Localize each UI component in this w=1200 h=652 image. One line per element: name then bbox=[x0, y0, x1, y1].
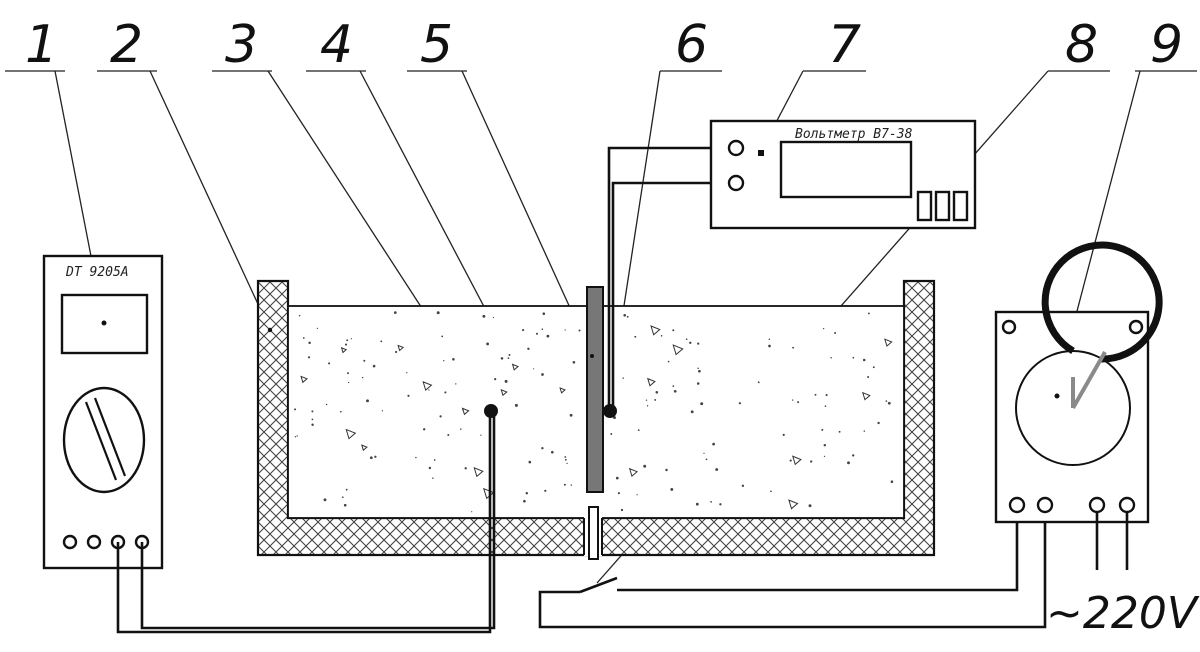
multimeter-wiring bbox=[116, 404, 498, 634]
timer-terminal bbox=[1036, 496, 1054, 514]
electrode-junction bbox=[603, 404, 617, 418]
callout-5: 5 bbox=[407, 15, 593, 357]
voltmeter-display bbox=[779, 140, 913, 199]
callout-2: 2 bbox=[97, 15, 271, 331]
timer bbox=[994, 241, 1163, 570]
voltmeter-label: Вольтметр В7-38 bbox=[795, 127, 913, 142]
voltmeter-button bbox=[934, 190, 951, 222]
timer-terminal bbox=[1118, 496, 1136, 514]
callout-number-6: 6 bbox=[675, 15, 708, 75]
voltmeter-terminal bbox=[727, 174, 745, 192]
voltmeter-terminal bbox=[727, 139, 745, 157]
callout-number-1: 1 bbox=[25, 15, 58, 75]
timer-terminal bbox=[1008, 496, 1026, 514]
callout-number-2: 2 bbox=[110, 15, 143, 75]
callout-9: 9 bbox=[1054, 15, 1197, 396]
supply-voltage-label: ~220V bbox=[1046, 588, 1200, 639]
multimeter-terminal bbox=[86, 534, 102, 550]
callout-number-9: 9 bbox=[1150, 15, 1183, 75]
voltmeter-button bbox=[952, 190, 969, 222]
switch-wiring bbox=[538, 505, 1047, 629]
timer-hand bbox=[1071, 351, 1107, 409]
switch bbox=[579, 576, 618, 594]
voltmeter-button bbox=[916, 190, 933, 222]
timer-terminal bbox=[1088, 496, 1106, 514]
callout-number-3: 3 bbox=[225, 15, 258, 75]
electrode-plate bbox=[586, 286, 604, 493]
voltmeter: Вольтметр В7-38 bbox=[709, 119, 977, 230]
callout-7: 7 bbox=[759, 15, 866, 154]
callout-number-4: 4 bbox=[320, 15, 353, 75]
granular-speckles bbox=[294, 311, 894, 513]
multimeter: DT 9205A bbox=[42, 254, 164, 570]
thermocouple-junction bbox=[484, 404, 498, 418]
callout-number-5: 5 bbox=[420, 15, 453, 75]
multimeter-dial bbox=[62, 386, 146, 494]
voltmeter-wiring bbox=[603, 146, 736, 418]
multimeter-label: DT 9205A bbox=[65, 265, 129, 280]
callout-number-7: 7 bbox=[828, 15, 861, 75]
bottom-sensor bbox=[588, 506, 599, 560]
callout-number-8: 8 bbox=[1065, 15, 1098, 75]
callout-1: 1 bbox=[5, 15, 105, 324]
multimeter-terminal bbox=[62, 534, 78, 550]
